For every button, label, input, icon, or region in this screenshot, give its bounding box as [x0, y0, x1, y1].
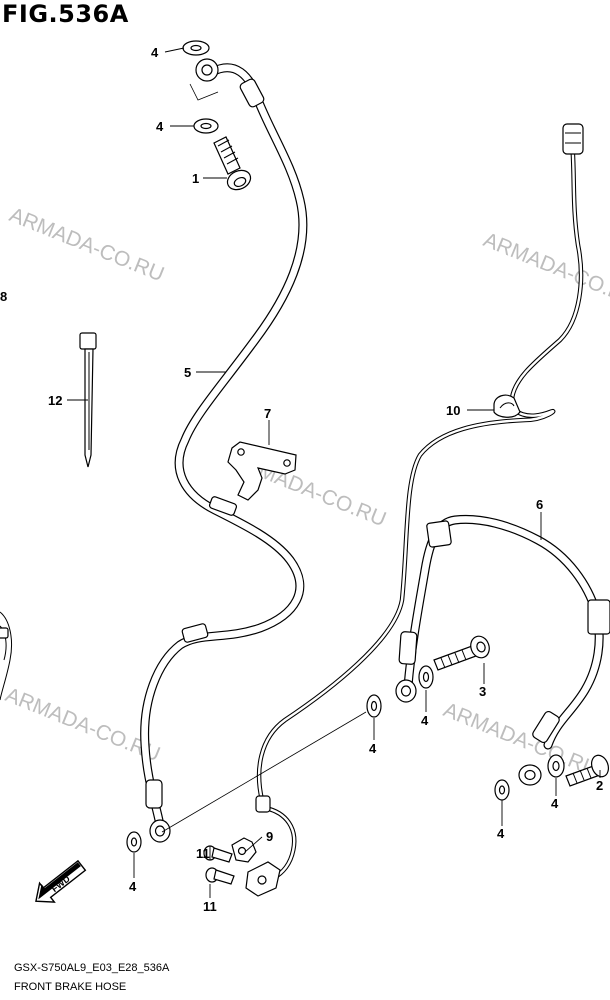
- callout-1: 1: [192, 171, 199, 186]
- watermark-2: ARMADA-CO.RU: [480, 228, 610, 311]
- cable-tie-12: [79, 332, 97, 468]
- callout-6: 6: [536, 497, 543, 512]
- washer-4-g: [547, 754, 565, 778]
- washer-4-e: [126, 831, 142, 853]
- callout-8: 8: [0, 289, 7, 304]
- alignment-line-a: [189, 83, 219, 101]
- callout-5: 5: [184, 365, 191, 380]
- partial-left-component: [0, 611, 13, 701]
- callout-4-lower-left: 4: [129, 879, 137, 894]
- wire-clamp-10: [493, 394, 521, 418]
- watermark-1: ARMADA-CO.RU: [6, 203, 167, 286]
- bolt-11-lower: [205, 867, 235, 885]
- washer-4-a: [182, 40, 210, 56]
- watermark-4: ARMADA-CO.RU: [2, 683, 163, 766]
- figure-title: FIG.536A: [2, 0, 129, 28]
- callout-11-lower: 11: [203, 899, 217, 914]
- callout-9: 9: [266, 829, 273, 844]
- washer-4-f: [494, 779, 510, 801]
- model-code: GSX-S750AL9_E03_E28_536A: [14, 962, 170, 974]
- callout-3: 3: [479, 684, 486, 699]
- callout-4-second: 4: [156, 119, 164, 134]
- sensor-bracket: [245, 861, 281, 897]
- leader-lines: [67, 47, 601, 898]
- washer-4-d: [418, 665, 434, 689]
- hose-clamp-9: [231, 837, 257, 863]
- forward-direction-arrow: FWD: [35, 859, 87, 903]
- callout-4-right-bolt: 4: [421, 713, 429, 728]
- callout-2: 2: [596, 778, 603, 793]
- callout-7: 7: [264, 406, 271, 421]
- callout-4-lower-right: 4: [551, 796, 559, 811]
- figure-caption: FRONT BRAKE HOSE: [14, 981, 127, 993]
- brake-hose-6: [395, 514, 610, 786]
- union-bolt-1: [213, 136, 252, 191]
- union-bolt-3: [433, 635, 490, 671]
- alignment-line-b: [161, 711, 367, 833]
- callout-4-center: 4: [369, 741, 377, 756]
- callout-4-top: 4: [151, 45, 159, 60]
- washer-4-b: [193, 118, 219, 134]
- callout-10: 10: [446, 403, 460, 418]
- callout-4-lower-mid: 4: [497, 826, 505, 841]
- brake-hose-5: [140, 58, 308, 843]
- callout-12: 12: [48, 393, 62, 408]
- hose-bracket-7: [227, 441, 297, 501]
- callout-11-upper: 11: [196, 846, 210, 861]
- washer-4-c: [366, 694, 382, 718]
